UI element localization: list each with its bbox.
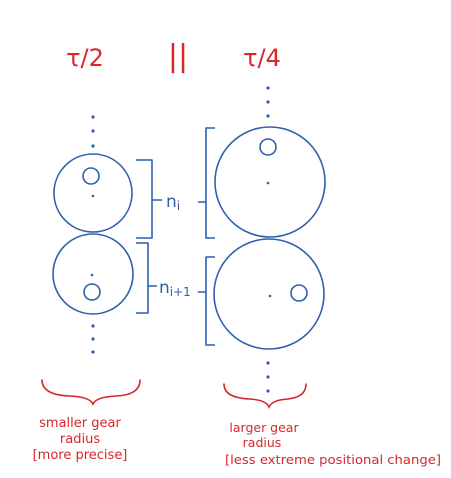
small-gear-upper bbox=[53, 153, 133, 233]
upper-right-bracket bbox=[198, 127, 215, 239]
continuation-dot bbox=[91, 350, 95, 354]
small-gear-lower-marker bbox=[83, 283, 101, 301]
separator-mark: || bbox=[168, 39, 188, 74]
large-gear-upper-marker bbox=[259, 138, 277, 156]
large-gear-lower-center bbox=[268, 294, 272, 298]
lower-right-bracket bbox=[198, 256, 215, 346]
left-curly-brace bbox=[41, 379, 141, 407]
large-gear-upper bbox=[214, 126, 326, 238]
left-fraction-heading: τ/2 bbox=[66, 44, 104, 72]
right-note-line-1: larger gear bbox=[229, 420, 299, 435]
continuation-dot bbox=[266, 100, 270, 104]
right-note: larger gear radius [less extreme positio… bbox=[225, 420, 441, 467]
small-gear-lower-center bbox=[90, 273, 94, 277]
right-note-line-3: [less extreme positional change] bbox=[225, 452, 441, 467]
right-curly-brace bbox=[223, 383, 307, 410]
continuation-dot bbox=[91, 144, 95, 148]
large-gear-lower-marker bbox=[290, 284, 308, 302]
upper-gear-label: ni bbox=[166, 192, 180, 213]
left-gear-column bbox=[91, 115, 95, 148]
small-gear-upper-center bbox=[91, 194, 95, 198]
large-gear-upper-center bbox=[266, 181, 270, 185]
small-gear-upper-marker bbox=[82, 167, 100, 185]
continuation-dot bbox=[91, 337, 95, 341]
left-note-line-3: [more precise] bbox=[33, 448, 128, 463]
continuation-dot bbox=[91, 129, 95, 133]
continuation-dot bbox=[266, 361, 270, 365]
large-gear-lower bbox=[213, 238, 325, 350]
left-gear-column-tail bbox=[91, 324, 95, 354]
continuation-dot bbox=[266, 114, 270, 118]
right-note-line-2: radius bbox=[243, 435, 282, 450]
left-note-line-2: radius bbox=[60, 432, 100, 447]
upper-left-bracket bbox=[136, 159, 162, 239]
lower-gear-label: ni+1 bbox=[159, 278, 191, 299]
continuation-dot bbox=[266, 86, 270, 90]
right-gear-column-tail bbox=[266, 361, 270, 393]
left-note-line-1: smaller gear bbox=[39, 416, 121, 431]
right-fraction-heading: τ/4 bbox=[243, 44, 281, 72]
continuation-dot bbox=[91, 324, 95, 328]
continuation-dot bbox=[91, 115, 95, 119]
lower-left-bracket bbox=[136, 242, 157, 314]
continuation-dot bbox=[266, 389, 270, 393]
small-gear-lower bbox=[52, 233, 134, 315]
left-note: smaller gear radius [more precise] bbox=[33, 416, 128, 463]
right-gear-column bbox=[266, 86, 270, 118]
continuation-dot bbox=[266, 375, 270, 379]
